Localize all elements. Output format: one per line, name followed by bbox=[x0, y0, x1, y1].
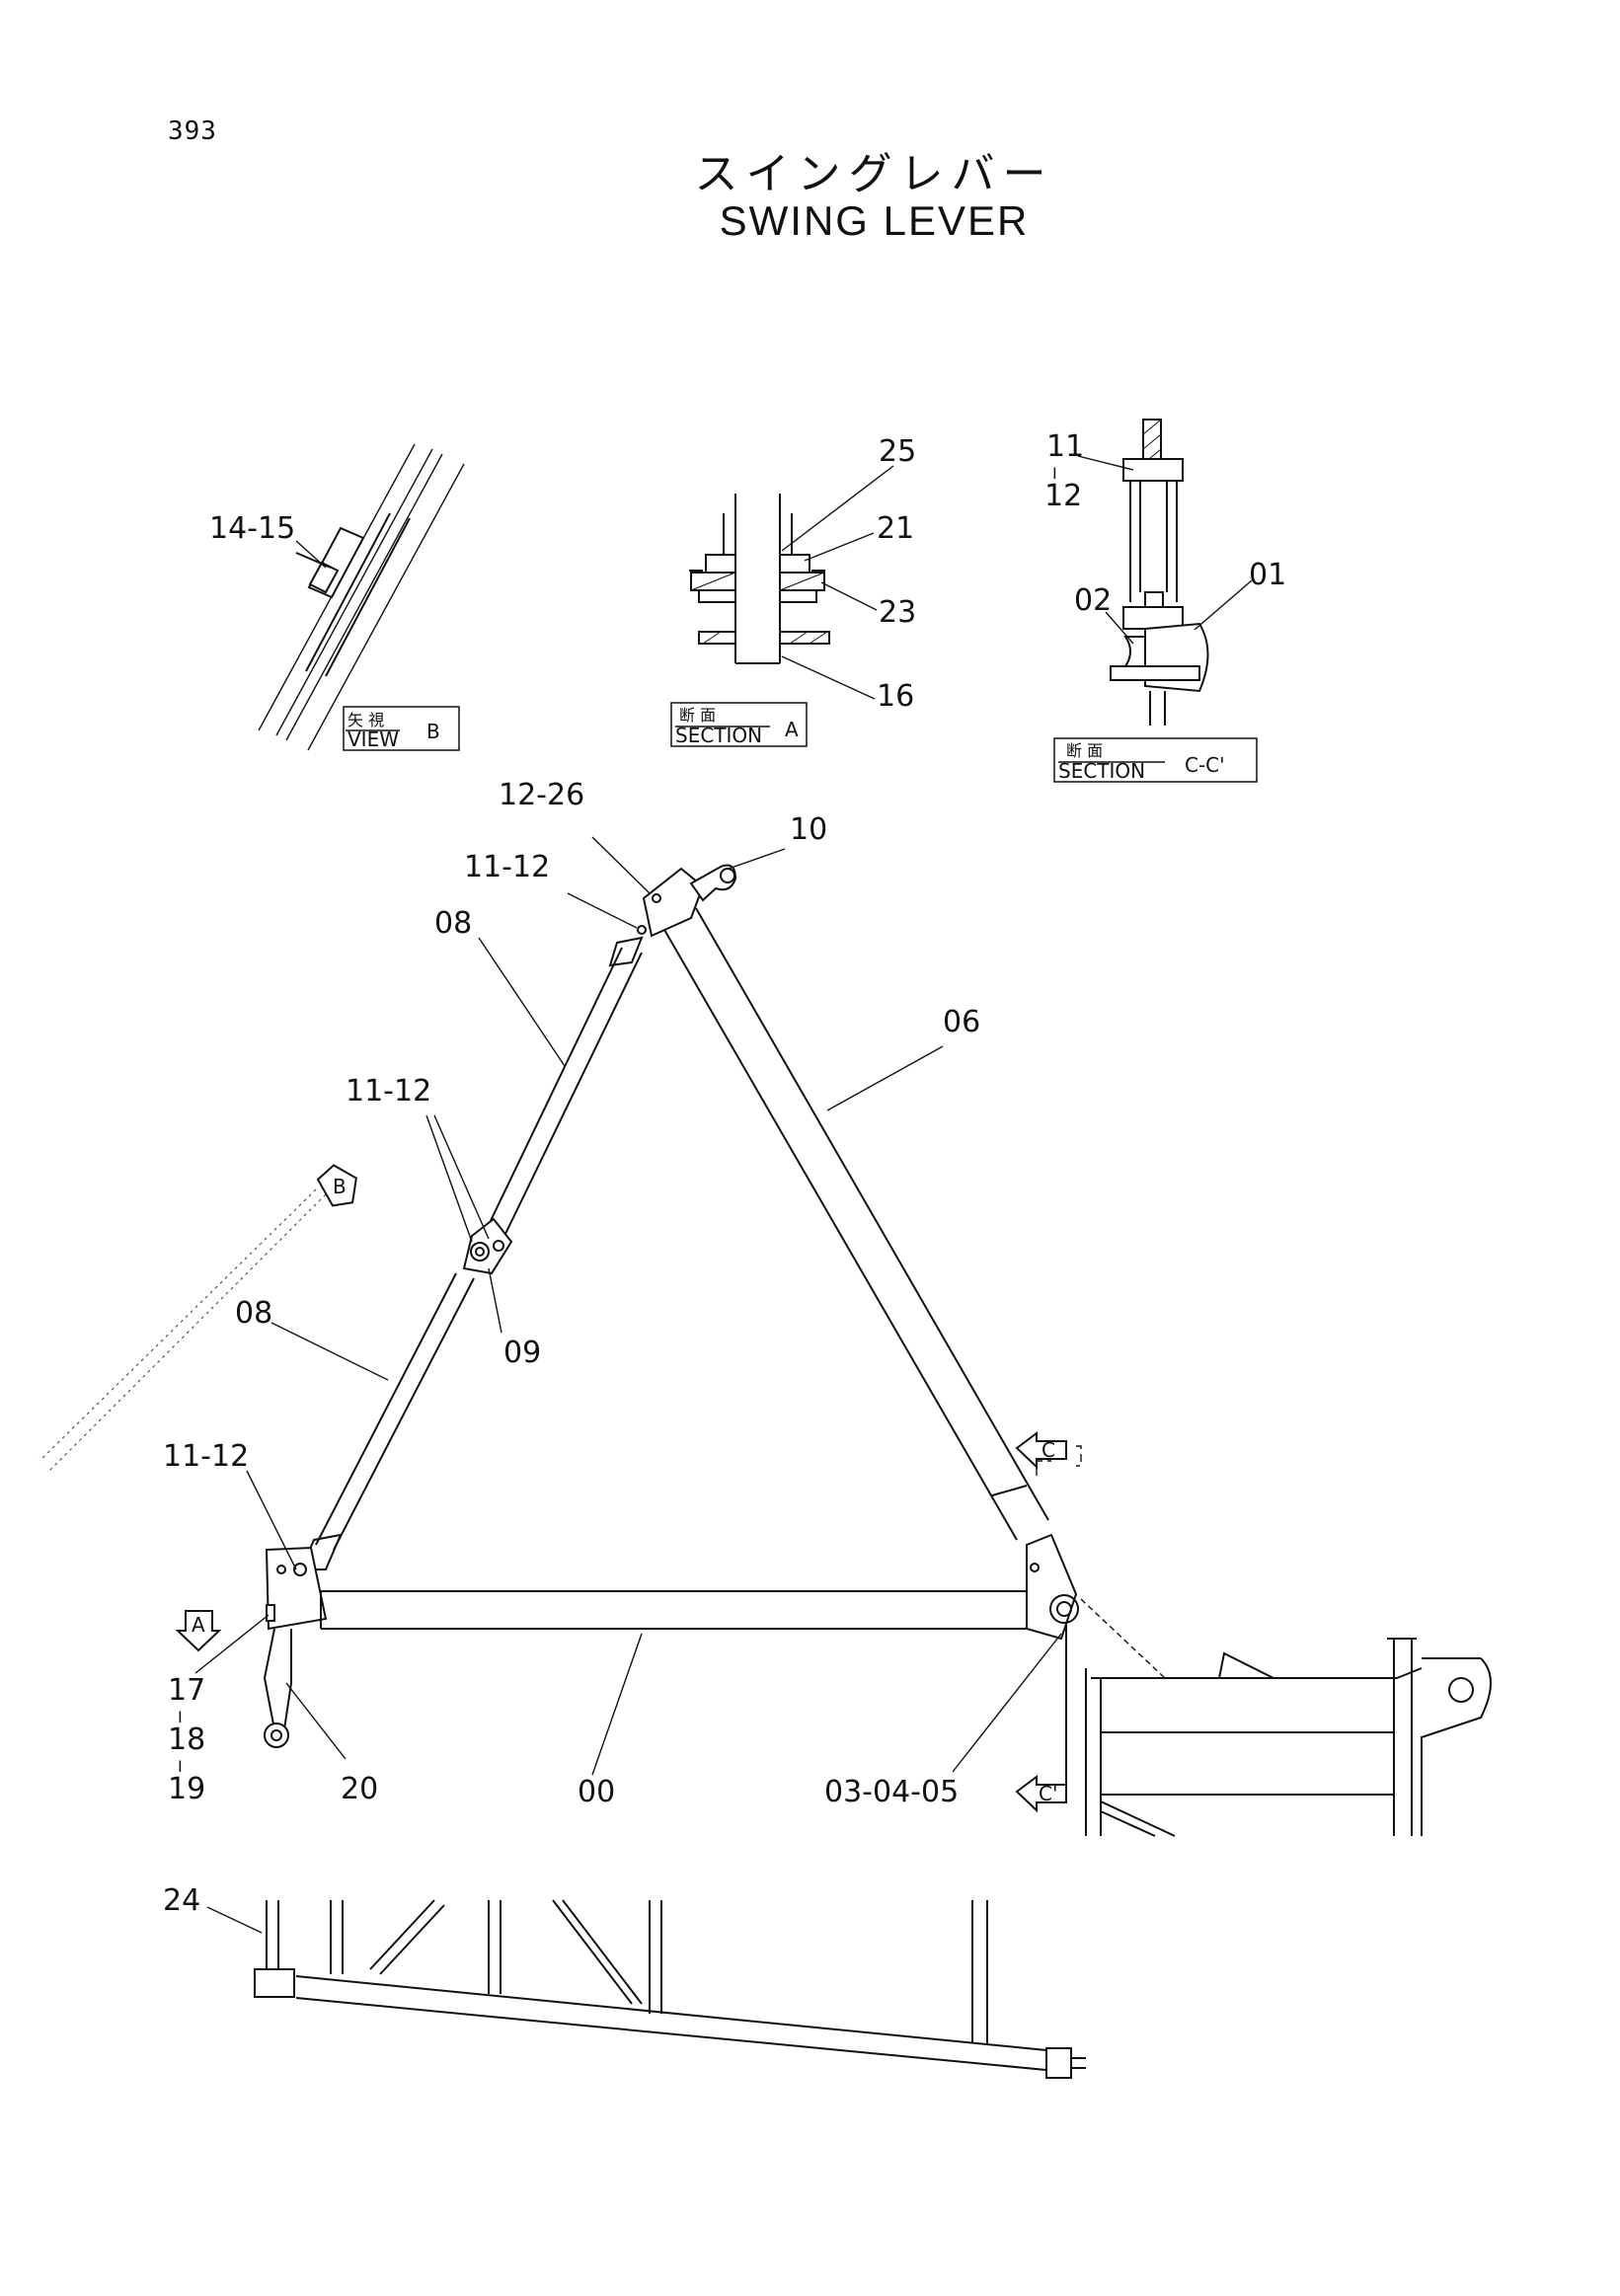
bottom-detail bbox=[254, 1899, 1086, 2079]
swing-lever-assembly bbox=[263, 864, 1079, 1748]
section-a-label: SECTION bbox=[675, 724, 762, 747]
view-b-label: VIEW bbox=[347, 727, 399, 751]
label-11-cc: 11 bbox=[1046, 429, 1084, 464]
title-english: SWING LEVER bbox=[719, 197, 1030, 244]
label-14-15: 14-15 bbox=[209, 511, 295, 546]
section-cc-detail bbox=[1110, 419, 1209, 726]
section-a-detail bbox=[689, 494, 830, 664]
section-cc-box: 断 面 SECTION C-C' bbox=[1053, 737, 1258, 783]
label-23: 23 bbox=[879, 595, 916, 630]
view-b-detail bbox=[258, 443, 465, 751]
section-cc-label: SECTION bbox=[1058, 759, 1145, 783]
frame-structure bbox=[1065, 1598, 1492, 1837]
label-12-cc: 12 bbox=[1044, 479, 1082, 513]
title-japanese: スイングレバー bbox=[694, 149, 1054, 199]
svg-text:C': C' bbox=[1039, 1782, 1057, 1805]
view-b-box: 矢 視 VIEW B bbox=[343, 706, 460, 751]
label-10: 10 bbox=[790, 812, 827, 847]
label-19: 19 bbox=[168, 1772, 205, 1806]
label-24: 24 bbox=[163, 1883, 200, 1918]
arrow-c-prime: C' bbox=[1015, 1775, 1067, 1813]
label-00: 00 bbox=[578, 1775, 615, 1809]
label-18: 18 bbox=[168, 1722, 205, 1757]
label-11-12-top: 11-12 bbox=[464, 850, 550, 884]
svg-text:B: B bbox=[426, 720, 440, 743]
svg-text:A: A bbox=[785, 718, 799, 741]
svg-text:A: A bbox=[192, 1613, 205, 1637]
label-25: 25 bbox=[879, 434, 916, 469]
section-a-box: 断 面 SECTION A bbox=[670, 702, 808, 747]
svg-text:矢 視: 矢 視 bbox=[347, 711, 384, 729]
svg-text:B: B bbox=[333, 1175, 347, 1198]
svg-text:I: I bbox=[178, 1708, 183, 1726]
label-03-04-05: 03-04-05 bbox=[824, 1775, 959, 1809]
svg-text:C: C bbox=[1041, 1438, 1055, 1462]
label-08-upper: 08 bbox=[434, 906, 472, 941]
label-21: 21 bbox=[877, 511, 914, 546]
svg-text:断 面: 断 面 bbox=[1066, 741, 1103, 760]
svg-text:C-C': C-C' bbox=[1185, 753, 1225, 777]
label-08-lower: 08 bbox=[235, 1296, 272, 1331]
label-09: 09 bbox=[503, 1336, 541, 1370]
label-01: 01 bbox=[1249, 558, 1286, 592]
label-17: 17 bbox=[168, 1673, 205, 1708]
label-12-26: 12-26 bbox=[499, 778, 584, 812]
arrow-c: C bbox=[1015, 1431, 1067, 1470]
label-20: 20 bbox=[341, 1772, 378, 1806]
page-number: 393 bbox=[168, 116, 217, 146]
label-11-12-left: 11-12 bbox=[163, 1439, 249, 1474]
svg-text:断 面: 断 面 bbox=[679, 706, 716, 725]
svg-text:I: I bbox=[1052, 464, 1057, 483]
label-06: 06 bbox=[943, 1005, 980, 1039]
arrow-a: A bbox=[175, 1610, 222, 1652]
arrow-b: B bbox=[316, 1164, 357, 1207]
label-11-12-mid: 11-12 bbox=[346, 1074, 431, 1109]
svg-text:I: I bbox=[178, 1757, 183, 1776]
label-16: 16 bbox=[877, 679, 914, 714]
